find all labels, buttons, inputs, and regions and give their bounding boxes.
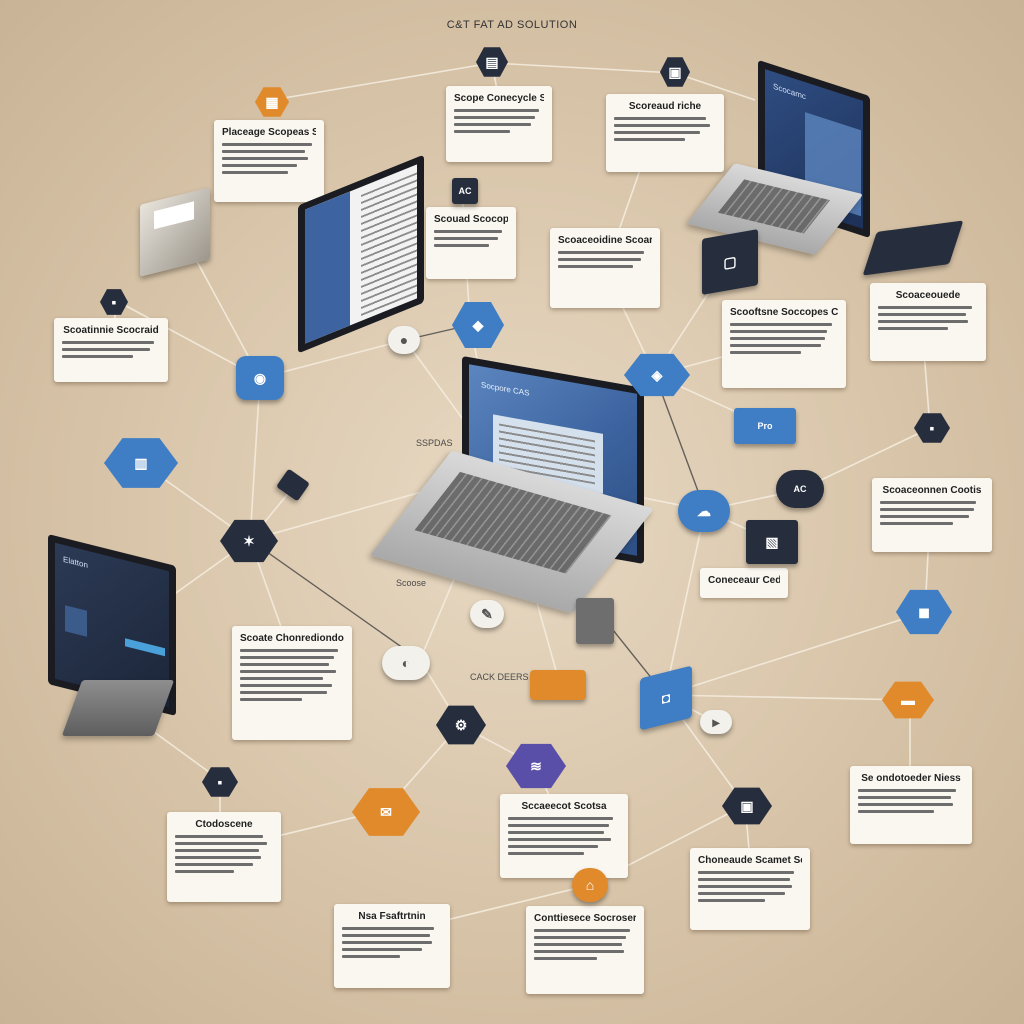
info-card: Nsa Fsaftrtnin bbox=[334, 904, 450, 988]
link bbox=[491, 62, 676, 74]
card-title: Scooftsne Soccopes Clionce bbox=[730, 307, 838, 318]
pro-badge-icon[interactable]: Pro bbox=[734, 408, 796, 444]
mouse-icon[interactable]: ◐ bbox=[382, 646, 430, 680]
card-body bbox=[614, 117, 716, 141]
monitor-label: Elatton bbox=[63, 554, 88, 570]
database-icon[interactable]: ▧ bbox=[746, 520, 798, 564]
card-title: Scoatinnie Scocraid bbox=[63, 325, 159, 336]
card-title: Coneceaur Cedanme bbox=[708, 575, 780, 586]
card-title: Scoaceoidine Scoare Coord Shop bbox=[558, 235, 652, 246]
card-body bbox=[508, 817, 620, 855]
info-card: Sccaeecot Scotsa bbox=[500, 794, 628, 878]
card-title: Scoate Chonrediondos bbox=[240, 633, 344, 644]
info-card: Scoaceonnen Cootis bbox=[872, 478, 992, 552]
card-body bbox=[534, 929, 636, 960]
link bbox=[664, 611, 926, 696]
card-title: Scoaceonnen Cootis bbox=[882, 485, 982, 496]
link bbox=[249, 377, 261, 541]
link bbox=[654, 374, 706, 511]
info-card: Scoatinnie Scocraid bbox=[54, 318, 168, 382]
card-title: Conttiesece Socrosersenct CB bbox=[534, 913, 636, 924]
info-card: Conttiesece Socrosersenct CB bbox=[526, 906, 644, 994]
link bbox=[674, 72, 756, 101]
router-icon[interactable]: ● bbox=[388, 326, 420, 354]
laptop-screen-label: Scocamc bbox=[773, 81, 806, 102]
pac-icon[interactable]: AC bbox=[452, 178, 478, 204]
info-card: Choneaude Scamet Sernes bbox=[690, 848, 810, 930]
info-card: Scoreaud riche bbox=[606, 94, 724, 172]
info-card: Scooftsne Soccopes Clionce bbox=[722, 300, 846, 388]
cloud-node-icon[interactable]: ☁ bbox=[678, 490, 730, 532]
info-card: Se ondotoeder Niess bbox=[850, 766, 972, 844]
pen-icon[interactable]: ✎ bbox=[470, 600, 504, 628]
card-title: Scope Conecycle Shines bbox=[454, 93, 544, 104]
info-card: Scoaceouede bbox=[870, 283, 986, 361]
info-card: Scope Conecycle Shines bbox=[446, 86, 552, 162]
speaker-icon[interactable]: ▸ bbox=[700, 710, 732, 734]
cloud-hub-icon[interactable]: ◈ bbox=[624, 353, 690, 397]
card-title: Scouad Scocopone Scote Cordinace bbox=[434, 214, 508, 225]
card-reader-icon[interactable]: ▢ bbox=[702, 229, 758, 295]
laptop-screen-label: Socpore CAS bbox=[481, 380, 530, 398]
gear-node-icon[interactable]: ⚙ bbox=[436, 705, 486, 745]
floating-label: SSPDAS bbox=[416, 438, 453, 448]
link bbox=[249, 539, 421, 661]
card-body bbox=[858, 789, 964, 813]
link bbox=[114, 299, 261, 379]
card-title: Choneaude Scamet Sernes bbox=[698, 855, 802, 866]
folder-node-icon[interactable]: ▬ bbox=[882, 681, 934, 719]
ac-node-icon[interactable]: AC bbox=[776, 470, 824, 508]
envelope-node-icon[interactable]: ✉ bbox=[352, 788, 420, 836]
card-title: Nsa Fsaftrtnin bbox=[358, 911, 426, 922]
tablet-node-icon[interactable]: ▪ bbox=[914, 413, 950, 443]
card-title: Se ondotoeder Niess bbox=[861, 773, 961, 784]
tray-icon[interactable] bbox=[530, 670, 586, 700]
card-body bbox=[698, 871, 802, 902]
card-title: Sccaeecot Scotsa bbox=[521, 801, 607, 812]
card-body bbox=[222, 143, 316, 174]
info-card: Ctodoscene bbox=[167, 812, 281, 902]
document-icon[interactable]: ▣ bbox=[660, 57, 690, 87]
info-card: Coneceaur Cedanme bbox=[700, 568, 788, 598]
card-body bbox=[454, 109, 544, 133]
card-title: Placeage Scopeas Scope And Sule bbox=[222, 127, 316, 138]
link bbox=[664, 694, 911, 701]
printer-icon[interactable] bbox=[576, 598, 614, 644]
info-card: Scoate Chonrediondos bbox=[232, 626, 352, 740]
diagram-title: C&T FAT AD SOLUTION bbox=[446, 19, 578, 31]
lock-node-icon[interactable]: ⌂ bbox=[572, 868, 608, 902]
card-title: Ctodoscene bbox=[195, 819, 253, 830]
floating-label: Scoose bbox=[396, 578, 427, 588]
card-body bbox=[62, 341, 160, 358]
card-body bbox=[175, 835, 273, 873]
info-card: Placeage Scopeas Scope And Sule bbox=[214, 120, 324, 202]
card-body bbox=[342, 927, 442, 958]
card-title: Scoreaud riche bbox=[628, 101, 702, 112]
camera-node-icon[interactable]: ◉ bbox=[236, 356, 284, 400]
card-body bbox=[240, 649, 344, 701]
card-body bbox=[434, 230, 508, 247]
card-body bbox=[730, 323, 838, 354]
card-body bbox=[878, 306, 978, 330]
info-card: Scoaceoidine Scoare Coord Shop bbox=[550, 228, 660, 308]
floating-label: CACK DEERS bbox=[470, 672, 529, 682]
workflow-node-icon[interactable]: ≋ bbox=[506, 743, 566, 789]
link bbox=[664, 509, 706, 696]
link bbox=[259, 339, 406, 379]
card-body bbox=[558, 251, 652, 268]
info-card: Scouad Scocopone Scote Cordinace bbox=[426, 207, 516, 279]
card-body bbox=[880, 501, 984, 525]
link bbox=[271, 62, 493, 101]
chart-icon[interactable]: ▤ bbox=[476, 47, 508, 77]
card-title: Scoaceouede bbox=[895, 290, 961, 301]
